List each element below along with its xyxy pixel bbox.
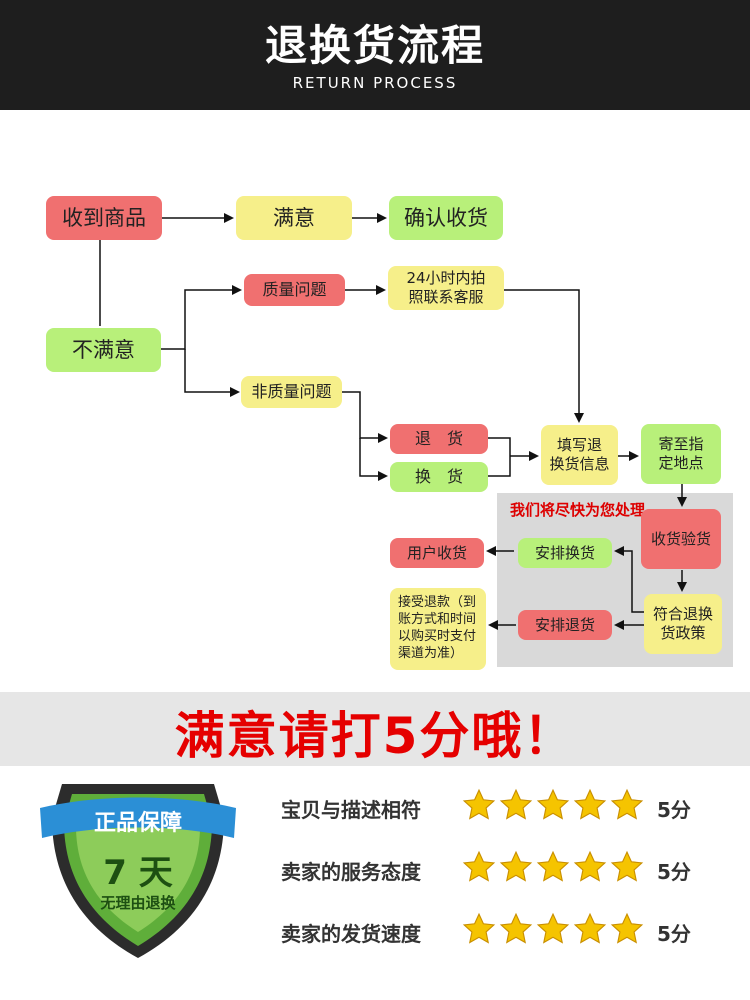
step-refund: 接受退款（到 账方式和时间 以购买时支付 渠道为准） [390, 588, 486, 670]
header-bar [0, 0, 750, 110]
rating-value: 5分 [657, 922, 691, 946]
page-title: 退换货流程 [264, 21, 485, 70]
page-subtitle: RETURN PROCESS [292, 74, 458, 92]
notice-text: 我们将尽快为您处理 [510, 501, 646, 519]
rating-label: 宝贝与描述相符 [281, 798, 421, 822]
step-arrange-return: 安排退货 [518, 610, 612, 640]
badge-days: 7 天 [103, 853, 173, 893]
star-icon [536, 912, 570, 944]
star-icon [536, 788, 570, 820]
step-unsatisfied: 不满意 [46, 328, 161, 372]
step-fill-info: 填写退 换货信息 [541, 425, 618, 485]
step-exchange-goods: 换 货 [390, 462, 488, 492]
rating-value: 5分 [657, 860, 691, 884]
rating-value: 5分 [657, 798, 691, 822]
flow-connectors [99, 213, 687, 630]
rating-stars [462, 912, 644, 948]
step-arrange-exchange: 安排换货 [518, 538, 612, 568]
star-icon [573, 788, 607, 820]
rating-stars [462, 850, 644, 886]
badge-title: 正品保障 [93, 811, 182, 836]
star-icon [536, 850, 570, 882]
star-icon [610, 850, 644, 882]
step-satisfied: 满意 [236, 196, 352, 240]
step-return-goods: 退 货 [390, 424, 488, 454]
rating-label: 卖家的发货速度 [281, 922, 421, 946]
step-received: 收到商品 [46, 196, 162, 240]
star-icon [573, 912, 607, 944]
rating-label: 卖家的服务态度 [281, 860, 421, 884]
star-icon [499, 912, 533, 944]
banner-bar [0, 692, 750, 766]
badge-caption: 无理由退换 [100, 894, 176, 912]
star-icon [610, 912, 644, 944]
step-non-quality-issue: 非质量问题 [241, 376, 342, 408]
step-quality-issue: 质量问题 [244, 274, 345, 306]
star-icon [499, 850, 533, 882]
star-icon [499, 788, 533, 820]
step-user-receive: 用户收货 [390, 538, 484, 568]
rating-stars [462, 788, 644, 824]
step-policy: 符合退换 货政策 [644, 594, 722, 654]
guarantee-badge [40, 784, 236, 958]
star-icon [462, 912, 496, 944]
banner-text: 满意请打5分哦！ [174, 707, 576, 765]
star-icon [610, 788, 644, 820]
step-contact-service: 24小时内拍 照联系客服 [388, 266, 504, 310]
step-send-to: 寄至指 定地点 [641, 424, 721, 484]
star-icon [573, 850, 607, 882]
star-icon [462, 850, 496, 882]
step-receive-inspect: 收货验货 [641, 509, 721, 569]
step-confirm-receipt: 确认收货 [389, 196, 503, 240]
star-icon [462, 788, 496, 820]
